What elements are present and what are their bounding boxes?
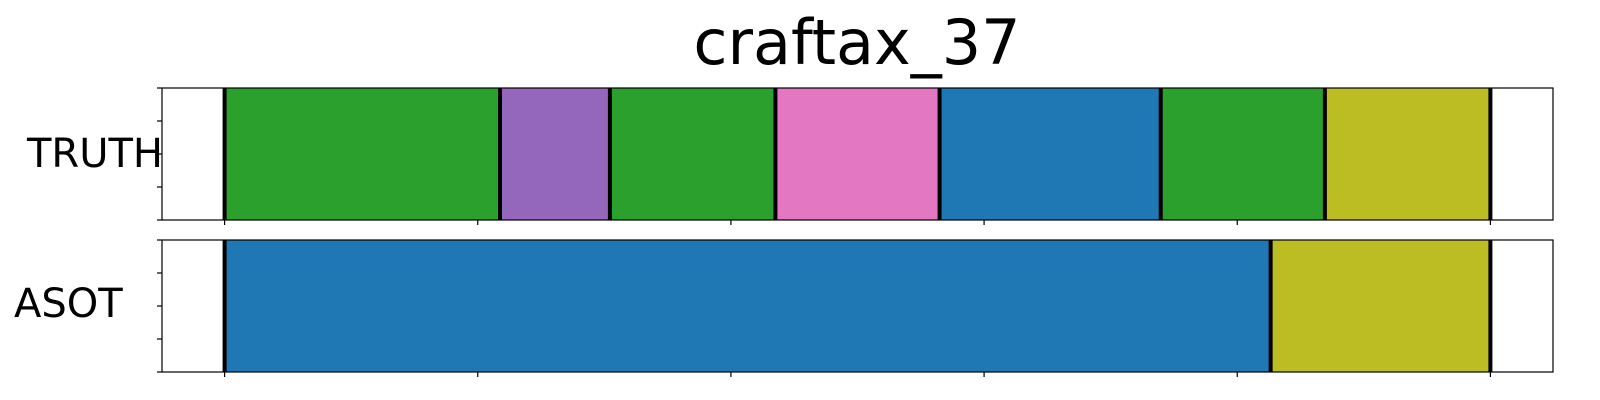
- chart-title: craftax_37: [693, 6, 1020, 79]
- segment-truth-6: [1160, 88, 1325, 220]
- segment-rows: TRUTH ASOT: [14, 87, 1554, 377]
- segment-truth-1: [224, 88, 501, 220]
- segment-truth-5: [939, 88, 1161, 220]
- row-label-truth: TRUTH: [26, 131, 163, 177]
- row-asot: ASOT: [14, 239, 1554, 377]
- segment-truth-3: [609, 88, 776, 220]
- row-label-asot: ASOT: [14, 281, 123, 327]
- row-truth: TRUTH: [26, 87, 1554, 225]
- segment-asot-1: [224, 240, 1271, 372]
- segment-asot-2: [1270, 240, 1491, 372]
- segment-truth-4: [775, 88, 940, 220]
- segment-truth-7: [1324, 88, 1491, 220]
- segment-truth-2: [500, 88, 610, 220]
